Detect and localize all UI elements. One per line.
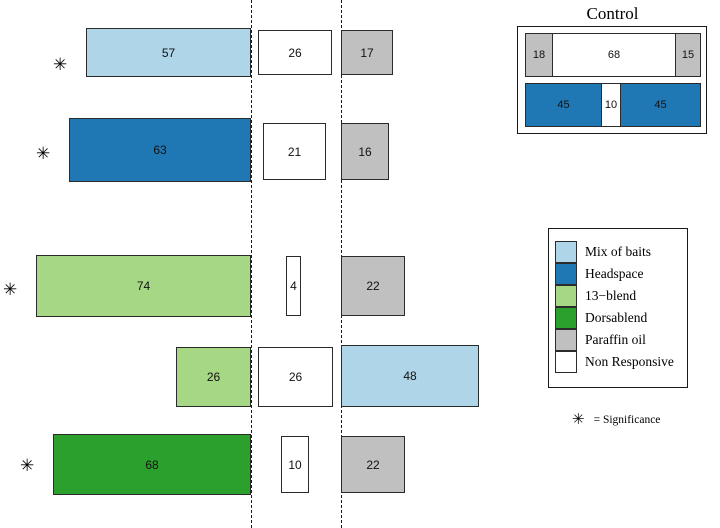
bar-value-row-4-right: 48 — [403, 369, 417, 383]
significance-note: ✳ = Significance — [572, 413, 660, 428]
bar-row-3-right[interactable]: 22 — [341, 256, 405, 316]
significance-marker-row-1: ✳ — [53, 55, 68, 74]
legend-label-dorsablend: Dorsablend — [585, 310, 648, 326]
legend-item-paraffin-oil[interactable]: Paraffin oil — [555, 329, 646, 351]
control-row-1-segment-2[interactable]: 68 — [552, 33, 676, 77]
legend-label-non-responsive: Non Responsive — [585, 354, 674, 370]
significance-marker-row-2: ✳ — [36, 144, 51, 163]
control-value-r1-s1: 18 — [532, 48, 546, 61]
bar-value-row-2-right: 16 — [358, 144, 372, 159]
bar-row-5-middle[interactable]: 10 — [281, 436, 309, 493]
control-value-r2-s1: 45 — [557, 98, 570, 111]
bar-row-2-right[interactable]: 16 — [341, 123, 389, 180]
legend-label-mix-of-baits: Mix of baits — [585, 244, 651, 260]
control-row-2-segment-3[interactable]: 45 — [620, 83, 701, 127]
bar-row-3-middle[interactable]: 4 — [286, 256, 301, 316]
legend-label-headspace: Headspace — [585, 266, 644, 282]
significance-marker-row-3: ✳ — [3, 280, 18, 299]
bar-value-row-1-middle: 26 — [288, 45, 302, 60]
bar-row-2-middle[interactable]: 21 — [263, 123, 326, 180]
bar-row-4-middle[interactable]: 26 — [258, 347, 333, 407]
legend-swatch-headspace — [555, 263, 577, 285]
bar-value-row-5-right: 22 — [366, 457, 380, 472]
bar-value-row-3-right: 22 — [366, 279, 380, 293]
control-value-r2-s3: 45 — [654, 98, 667, 111]
control-value-r1-s3: 15 — [681, 48, 695, 61]
control-row-1-segment-3[interactable]: 15 — [675, 33, 701, 77]
significance-marker-row-5: ✳ — [20, 456, 35, 475]
bar-value-row-4-middle: 26 — [288, 370, 303, 384]
legend-item-mix-of-baits[interactable]: Mix of baits — [555, 241, 651, 263]
significance-note-text: = Significance — [593, 413, 661, 426]
bar-value-row-4-left: 26 — [206, 370, 221, 384]
legend-swatch-dorsablend — [555, 307, 577, 329]
legend-item-headspace[interactable]: Headspace — [555, 263, 643, 285]
control-box: 18 68 15 45 10 45 — [517, 26, 707, 134]
bar-row-5-right[interactable]: 22 — [341, 436, 405, 493]
significance-asterisk-icon: ✳ — [572, 412, 585, 428]
control-value-r1-s2: 68 — [607, 48, 621, 61]
bar-row-3-left[interactable]: 74 — [36, 255, 251, 317]
legend-swatch-13-blend — [555, 285, 577, 307]
bar-row-4-right[interactable]: 48 — [341, 345, 479, 407]
bar-row-4-left[interactable]: 26 — [176, 347, 251, 407]
control-panel: Control 18 68 15 45 10 45 — [505, 0, 720, 140]
legend-label-paraffin-oil: Paraffin oil — [585, 332, 646, 348]
bar-row-1-middle[interactable]: 26 — [258, 30, 332, 75]
bar-value-row-5-left: 68 — [145, 457, 159, 472]
legend-swatch-non-responsive — [555, 351, 577, 373]
control-title: Control — [586, 4, 639, 23]
control-row-1-segment-1[interactable]: 18 — [525, 33, 553, 77]
bar-value-row-3-middle: 4 — [290, 279, 297, 293]
bar-value-row-3-left: 74 — [136, 279, 151, 293]
bar-value-row-2-left: 63 — [153, 143, 167, 157]
legend-swatch-mix-of-baits — [555, 241, 577, 263]
legend-box: Mix of baits Headspace 13−blend Dorsable… — [548, 228, 688, 388]
legend-item-dorsablend[interactable]: Dorsablend — [555, 307, 647, 329]
bar-value-row-1-right: 17 — [360, 45, 374, 60]
bar-row-2-left[interactable]: 63 — [69, 118, 251, 182]
legend-item-13-blend[interactable]: 13−blend — [555, 285, 636, 307]
dashed-reference-line-left — [251, 0, 252, 528]
bar-value-row-5-middle: 10 — [288, 457, 302, 472]
control-row-2-segment-1[interactable]: 45 — [525, 83, 602, 127]
bar-row-1-left[interactable]: 57 — [86, 28, 251, 77]
control-value-r2-s2: 10 — [604, 98, 618, 111]
legend-label-13-blend: 13−blend — [585, 288, 637, 304]
bar-value-row-1-left: 57 — [161, 45, 176, 60]
legend-item-non-responsive[interactable]: Non Responsive — [555, 351, 674, 373]
legend-swatch-paraffin-oil — [555, 329, 577, 351]
bar-value-row-2-middle: 21 — [287, 144, 302, 159]
control-row-2-segment-2[interactable]: 10 — [601, 83, 621, 127]
bar-row-5-left[interactable]: 68 — [53, 434, 251, 495]
bar-row-1-right[interactable]: 17 — [341, 30, 393, 75]
